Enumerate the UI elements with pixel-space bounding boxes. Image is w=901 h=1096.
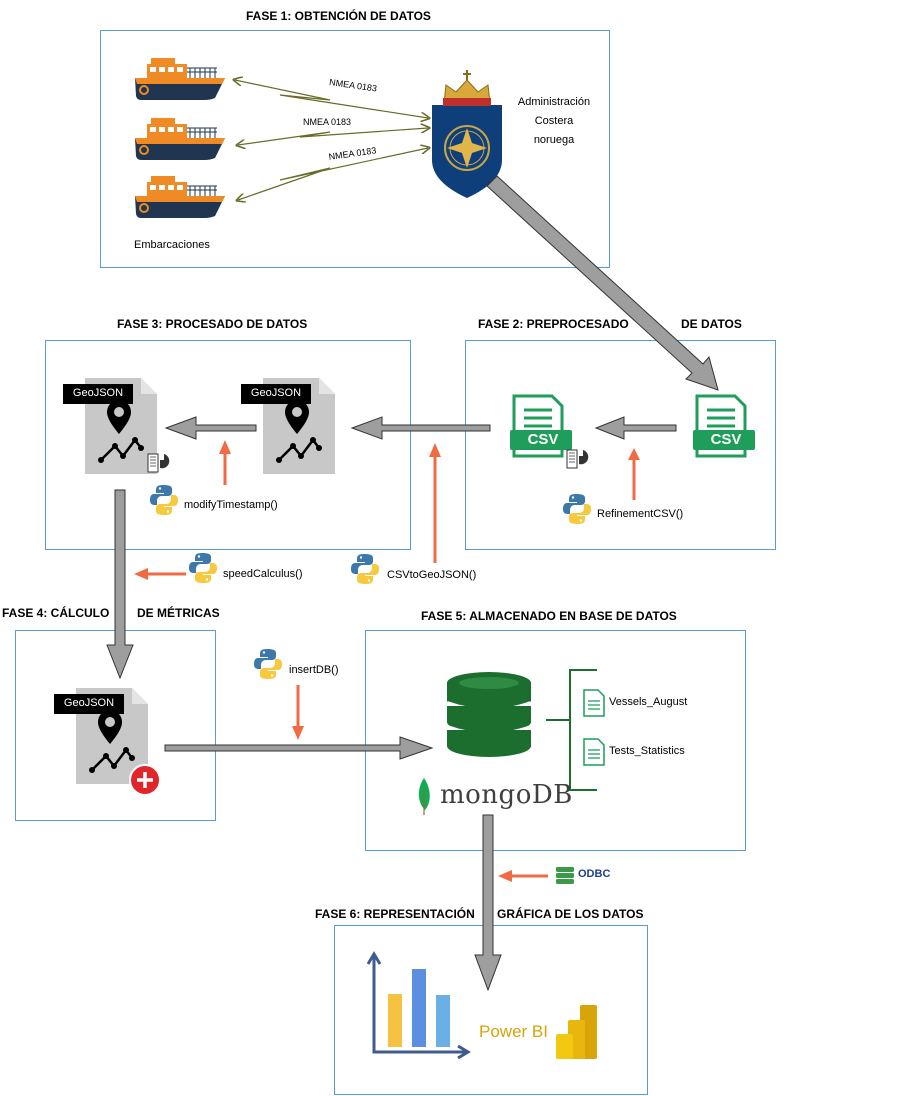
arrow-phase5-to-phase6 [474, 814, 502, 992]
wrench-icon-geojson [147, 453, 170, 473]
arrow-phase1-to-phase2 [486, 175, 719, 391]
phase-3-title: FASE 3: PROCESADO DE DATOS [117, 317, 308, 331]
phase-4-title-cont: DE MÉTRICAS [137, 606, 220, 620]
odbc-icon [556, 867, 574, 884]
arrow-csv-refine [594, 416, 677, 440]
speed-calculus-label: speedCalculus() [223, 568, 303, 580]
phase-2-title-cont: DE DATOS [681, 317, 742, 331]
powerbi-logo-icon [556, 1005, 597, 1059]
geojson-label-2: GeoJSON [250, 387, 302, 399]
arrow-modify-timestamp [219, 440, 231, 485]
modify-timestamp-label: modifyTimestamp() [184, 499, 278, 511]
phase-1-title: FASE 1: OBTENCIÓN DE DATOS [246, 9, 431, 23]
coastal-admin-label: Administración Costera noruega [517, 96, 591, 146]
arrow-insert-db [292, 685, 304, 740]
powerbi-label: Power BI [479, 1022, 548, 1041]
add-icon [129, 764, 161, 796]
geojson-badge-3 [54, 694, 124, 714]
csv-source-label: CSV [710, 431, 742, 448]
arrow-phase2-to-phase3 [350, 416, 491, 440]
phase-6-title: FASE 6: REPRESENTACIÓN [315, 907, 475, 921]
arrow-csv-to-geojson [429, 443, 441, 563]
phase-6-title-cont: GRÁFICA DE LOS DATOS [497, 907, 644, 921]
python-icon-refinement [563, 494, 591, 524]
odbc-label: ODBC [578, 868, 611, 880]
nmea-label-2: NMEA 0183 [303, 117, 352, 127]
arrow-phase3-to-phase4 [106, 489, 134, 680]
geojson-badge-2 [241, 384, 311, 404]
mongodb-leaf-icon [418, 778, 430, 815]
geojson-badge-1 [63, 384, 133, 404]
geojson-label-3: GeoJSON [63, 697, 115, 709]
geojson-label-1: GeoJSON [72, 387, 124, 399]
arrow-geojson-modify [164, 416, 257, 440]
phase-5-box [365, 630, 746, 851]
collection-1-icon [583, 689, 605, 717]
python-icon-insertdb [254, 649, 282, 679]
collection-2-icon [583, 738, 605, 766]
coastal-admin-badge-icon [432, 70, 502, 198]
nmea-links [235, 80, 428, 200]
csv-refined-label: CSV [527, 431, 559, 448]
python-icon-csvtogeojson [351, 554, 379, 584]
insert-db-label: insertDB() [289, 664, 339, 676]
phase-4-title: FASE 4: CÁLCULO [2, 606, 110, 620]
collection-1-label: Vessels_August [609, 696, 688, 708]
vessel-2-icon [134, 117, 226, 161]
phase-5-title: FASE 5: ALMACENADO EN BASE DE DATOS [421, 609, 677, 623]
python-icon-modifytimestamp [150, 485, 178, 515]
arrow-refinement [628, 448, 640, 500]
database-icon [446, 672, 532, 757]
collections-bracket [546, 669, 597, 791]
arrow-speed-calculus [134, 568, 186, 580]
python-icon-speedcalculus [189, 553, 217, 583]
vessel-3-icon [134, 175, 226, 219]
bar-chart-icon [366, 951, 471, 1060]
csv-to-geojson-label: CSVtoGeoJSON() [387, 569, 477, 581]
phase-2-title: FASE 2: PREPROCESADO [478, 317, 629, 331]
arrow-odbc [498, 870, 548, 882]
vessels-label: Embarcaciones [134, 239, 210, 251]
refinement-label: RefinementCSV() [597, 508, 684, 520]
mongodb-wordmark: mongoDB [440, 780, 573, 810]
arrow-phase4-to-phase5 [164, 736, 434, 760]
wrench-icon-csv [566, 449, 589, 469]
collection-2-label: Tests_Statistics [609, 745, 685, 757]
vessel-1-icon [134, 57, 226, 101]
